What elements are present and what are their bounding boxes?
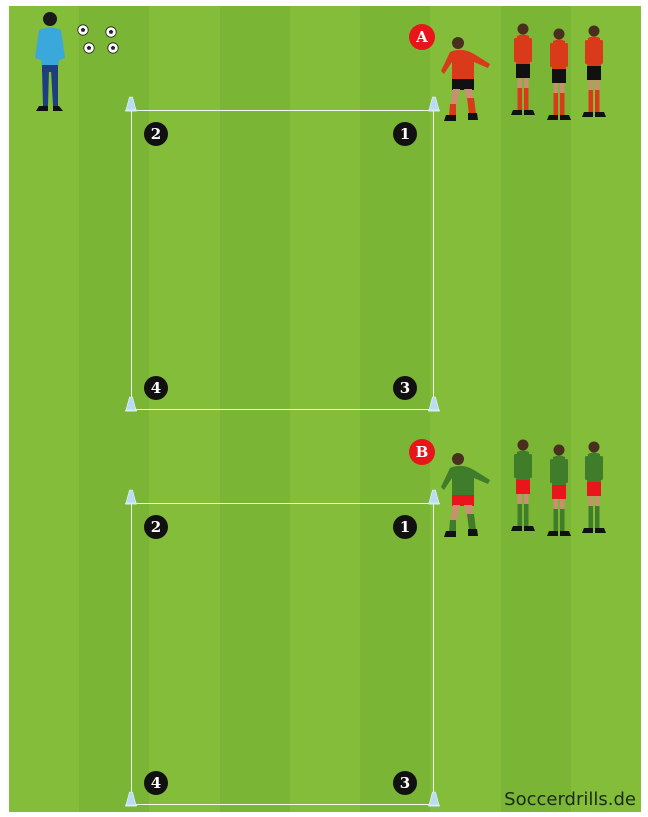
watermark: Soccerdrills.de <box>504 789 636 810</box>
cone-icon <box>428 489 440 505</box>
cone-icon <box>428 96 440 112</box>
cone-icon <box>428 791 440 807</box>
ball-icon <box>107 42 119 54</box>
cone-number-marker: 1 <box>393 122 417 146</box>
pitch-stripe <box>430 6 502 812</box>
cone-icon <box>125 396 137 412</box>
cone-number-marker: 1 <box>393 515 417 539</box>
group-a-waiting-player <box>547 27 571 123</box>
cone-number-marker: 2 <box>144 122 168 146</box>
group-a-active-player <box>440 34 500 124</box>
group-a-waiting-player <box>511 22 535 118</box>
group-b-waiting-player <box>547 443 571 539</box>
cone-number-marker: 4 <box>144 376 168 400</box>
group-b-waiting-player <box>511 438 535 534</box>
group-b-badge: B <box>409 439 435 465</box>
cone-number-marker: 3 <box>393 771 417 795</box>
group-b-waiting-player <box>582 440 606 536</box>
square-boundary <box>131 503 434 805</box>
pitch-stripe <box>501 6 573 812</box>
group-b-active-player <box>440 450 500 540</box>
ball-icon <box>105 26 117 38</box>
square-boundary <box>131 110 434 410</box>
cone-number-marker: 2 <box>144 515 168 539</box>
group-a-waiting-player <box>582 24 606 120</box>
pitch-stripe <box>9 6 81 812</box>
cone-icon <box>125 96 137 112</box>
cone-icon <box>428 396 440 412</box>
ball-icon <box>83 42 95 54</box>
cone-number-marker: 3 <box>393 376 417 400</box>
coach-figure <box>27 10 73 116</box>
cone-icon <box>125 791 137 807</box>
pitch-stripe <box>571 6 641 812</box>
cone-number-marker: 4 <box>144 771 168 795</box>
group-a-badge: A <box>409 24 435 50</box>
cone-icon <box>125 489 137 505</box>
ball-icon <box>77 24 89 36</box>
